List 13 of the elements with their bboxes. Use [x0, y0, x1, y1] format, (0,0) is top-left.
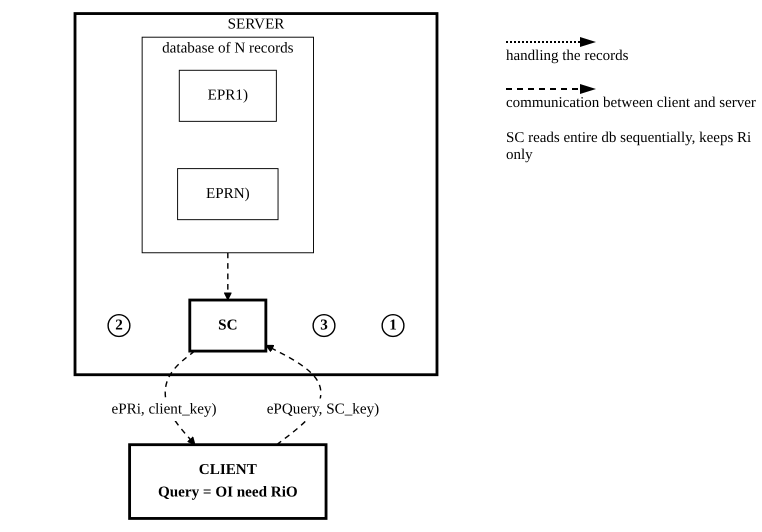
- edge-label: ePQuery, SC_key): [266, 401, 380, 418]
- arrow: [224, 252, 232, 300]
- node-box: EPRN): [177, 168, 279, 220]
- node-circle: 3: [312, 314, 336, 338]
- legend-text: handling the records: [506, 48, 630, 65]
- node-circle: 2: [107, 314, 131, 338]
- node-box: CLIENT Query = OI need RiO: [128, 443, 328, 520]
- node-box: SC: [188, 298, 268, 352]
- edge-label: ePRi, client_key): [111, 401, 217, 418]
- node-circle: 1: [381, 314, 405, 338]
- note-text: SC reads entire db sequentially, keeps Ri only: [506, 130, 752, 164]
- node-box: EPR1): [178, 70, 277, 122]
- legend-text: communication between client and server: [506, 95, 756, 112]
